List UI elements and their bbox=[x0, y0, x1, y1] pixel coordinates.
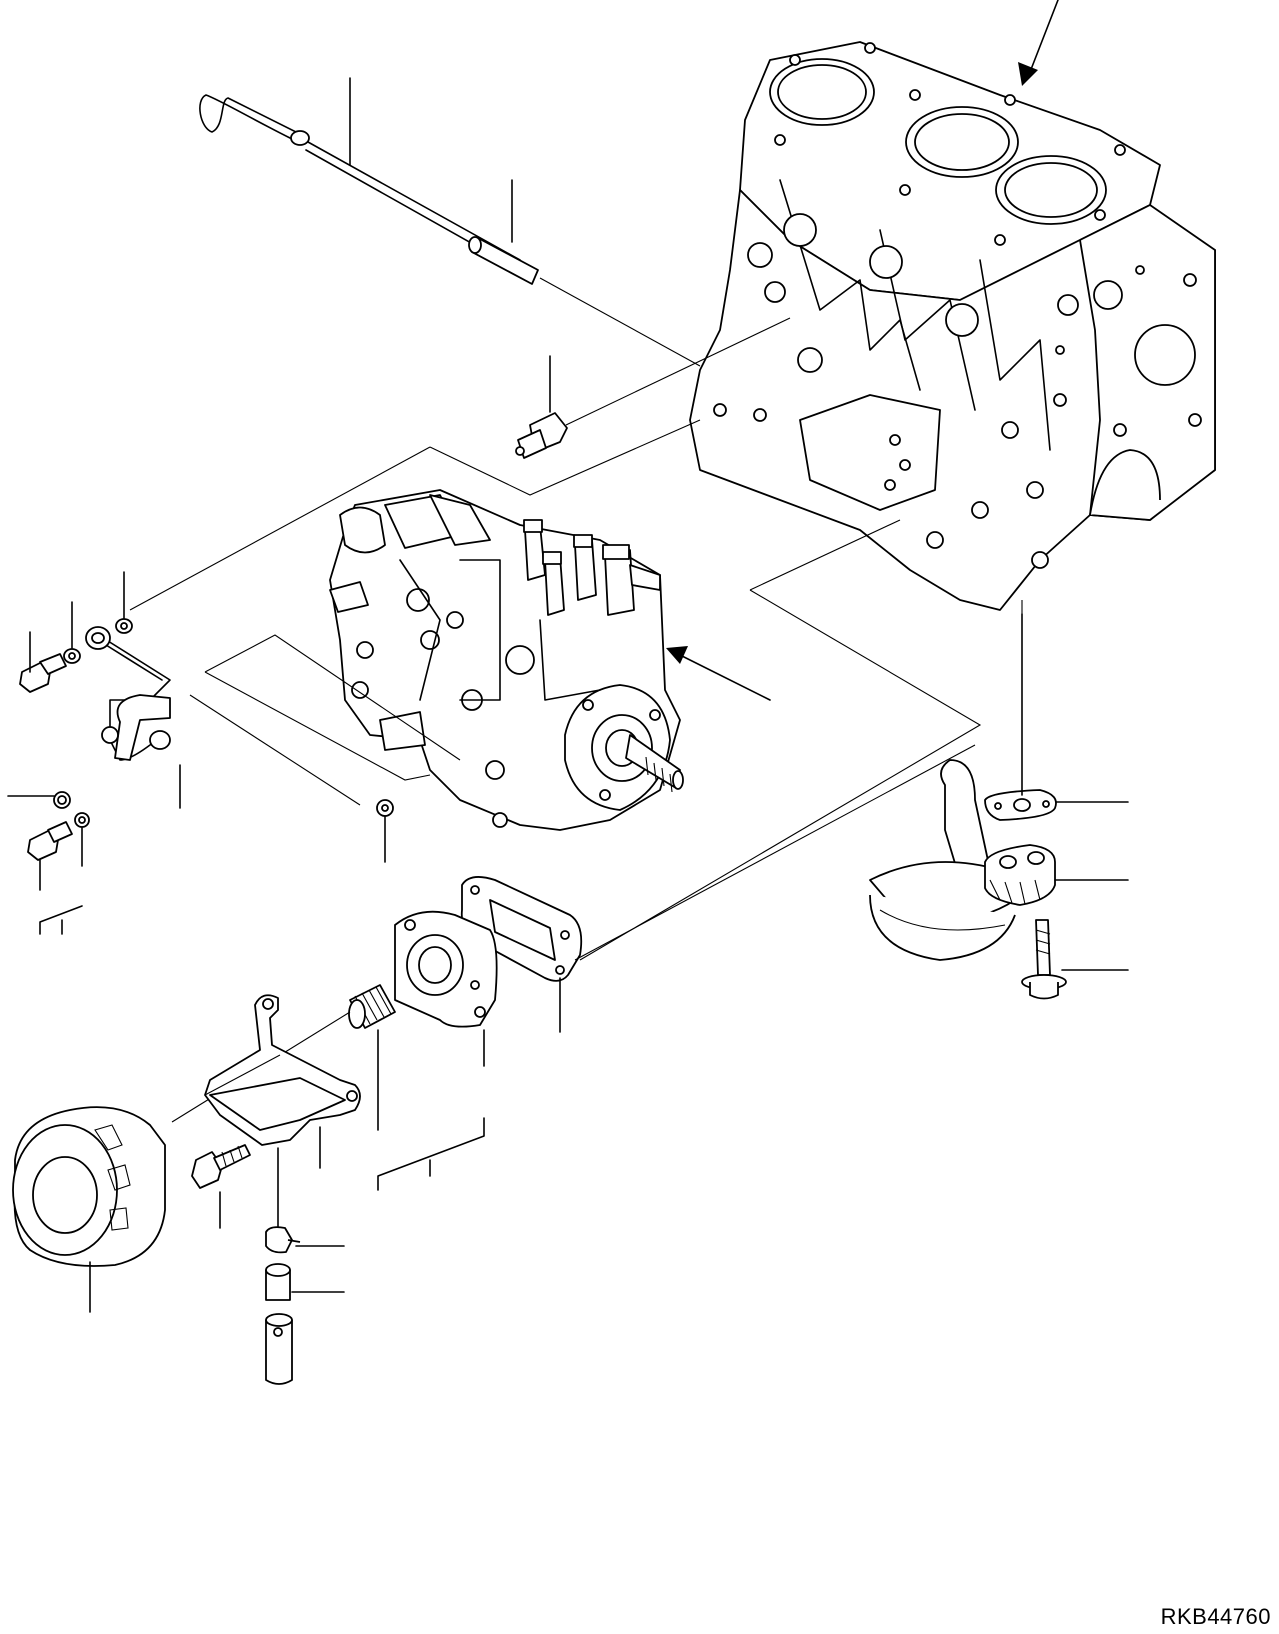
filter-head[interactable] bbox=[394, 910, 498, 1067]
group-bracket bbox=[39, 905, 83, 935]
drain-cock[interactable] bbox=[265, 1226, 345, 1254]
filter-gasket[interactable] bbox=[460, 744, 976, 1033]
relief-spring[interactable] bbox=[171, 984, 396, 1131]
washer[interactable] bbox=[63, 601, 81, 664]
oil-pump-housing[interactable] bbox=[984, 844, 1129, 906]
oil-pressure-switch[interactable] bbox=[429, 317, 791, 496]
strainer-gasket[interactable] bbox=[984, 613, 1129, 821]
banjo-bolt[interactable] bbox=[27, 821, 73, 891]
cylinder-block[interactable] bbox=[689, 0, 1216, 611]
leader-line bbox=[579, 589, 982, 961]
washer[interactable] bbox=[115, 571, 133, 634]
washer[interactable] bbox=[74, 812, 90, 867]
filter-bracket[interactable] bbox=[204, 994, 361, 1231]
banjo-bolt[interactable] bbox=[19, 631, 67, 693]
oil-filter-cartridge[interactable] bbox=[12, 1106, 166, 1313]
drain-hose[interactable] bbox=[265, 1263, 345, 1385]
fuel-injection-pump[interactable] bbox=[329, 489, 771, 831]
drawing-code: RKB44760 bbox=[1160, 1604, 1271, 1629]
dipstick-guide-tube[interactable] bbox=[468, 179, 701, 367]
washer[interactable] bbox=[376, 799, 394, 863]
washer[interactable] bbox=[7, 791, 71, 809]
flange-bolt[interactable] bbox=[1021, 919, 1129, 1000]
leader-line bbox=[749, 519, 901, 591]
oil-pipe[interactable] bbox=[85, 446, 461, 809]
group-bracket bbox=[377, 1117, 485, 1191]
oil-strainer[interactable] bbox=[869, 759, 1016, 961]
flange-bolt[interactable] bbox=[191, 1144, 251, 1229]
